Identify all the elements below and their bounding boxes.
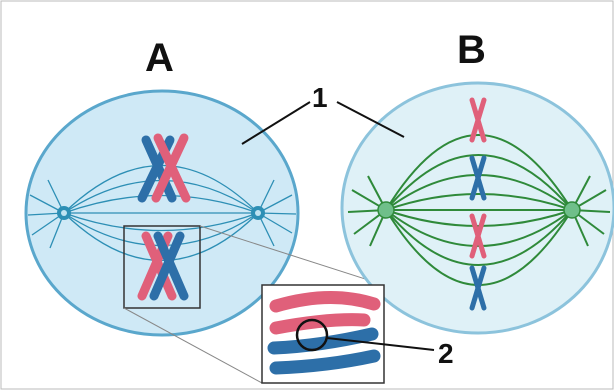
chromosome-icon [269,290,381,313]
pointer-1-label: 1 [312,82,328,113]
pointer-lines [241,101,435,351]
cell-a [24,89,300,337]
pointer-2-label: 2 [438,338,454,369]
chromosome-column [469,97,487,311]
cell-b-membrane [340,81,614,335]
chromosome-icon [469,265,487,311]
centrosome-icon [563,201,581,219]
chromosome-icon [267,327,379,355]
zoom-inset [261,284,385,384]
cell-b [340,81,614,335]
pointer-1-line-b [336,101,405,138]
chromosome-icon [137,133,191,203]
pointer-1-line-a [241,101,311,145]
pointer-2-line [326,337,435,351]
chromosome-icon [137,231,189,301]
chromosome-icon [469,97,487,143]
centrosome-icon [377,201,395,219]
crossover-circle [295,318,329,352]
cell-a-label: A [145,36,174,80]
zoom-guide-top [199,225,385,286]
selection-box [123,225,201,309]
chromosome-icon [469,213,487,259]
zoom-guide-bottom [123,307,263,384]
chromosome-icon [469,155,487,201]
cell-b-label: B [457,28,486,72]
